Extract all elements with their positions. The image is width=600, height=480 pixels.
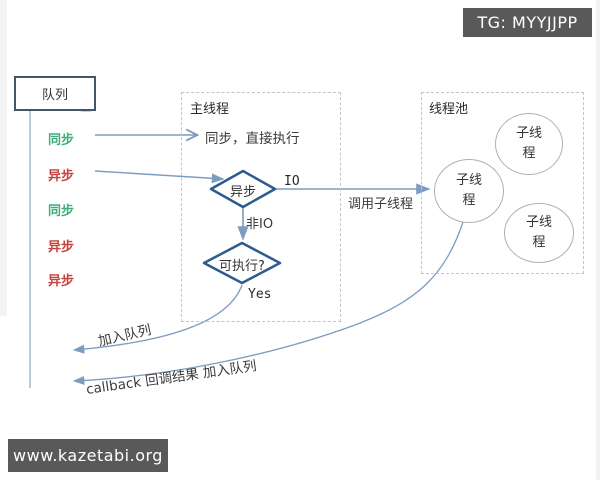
child-thread-label: 子线	[525, 214, 552, 230]
decision-async-label: 异步	[229, 185, 256, 200]
child-thread-circle-2: 子线 程	[434, 159, 504, 223]
call-child-thread-label: 调用子线程	[348, 197, 414, 212]
child-thread-label: 子线	[455, 172, 482, 188]
child-thread-circle-1: 子线 程	[495, 113, 563, 175]
branch-non-io-label: 非IO	[246, 217, 274, 232]
child-thread-label: 程	[462, 193, 476, 208]
callback-join-queue-label: callback 回调结果 加入队列	[85, 358, 258, 398]
branch-io-label: IO	[284, 174, 300, 189]
site-badge: www.kazetabi.org	[8, 439, 168, 472]
sync-note: 同步，直接执行	[205, 131, 300, 147]
child-thread-label: 子线	[515, 125, 542, 141]
queue-box: 队列	[14, 76, 96, 111]
join-queue-label: 加入队列	[96, 322, 153, 350]
branch-yes-label: Yes	[248, 287, 272, 302]
decision-executable-label: 可执行?	[219, 259, 265, 274]
queue-item-async-1: 异步	[48, 169, 75, 184]
queue-item-async-2: 异步	[48, 240, 75, 255]
main-thread-region	[181, 92, 341, 322]
left-edge-strip	[0, 0, 7, 316]
queue-item-sync-1: 同步	[48, 133, 75, 148]
child-thread-label: 程	[532, 235, 546, 250]
child-thread-circle-3: 子线 程	[504, 203, 574, 263]
thread-pool-region	[421, 92, 584, 274]
main-thread-title: 主线程	[190, 102, 230, 117]
thread-pool-title: 线程池	[429, 102, 469, 117]
queue-item-sync-2: 同步	[48, 204, 75, 219]
right-edge-strip	[596, 0, 600, 480]
tg-badge: TG: MYYJJPP	[463, 8, 592, 37]
child-thread-label: 程	[522, 146, 536, 161]
queue-item-async-3: 异步	[48, 274, 75, 289]
